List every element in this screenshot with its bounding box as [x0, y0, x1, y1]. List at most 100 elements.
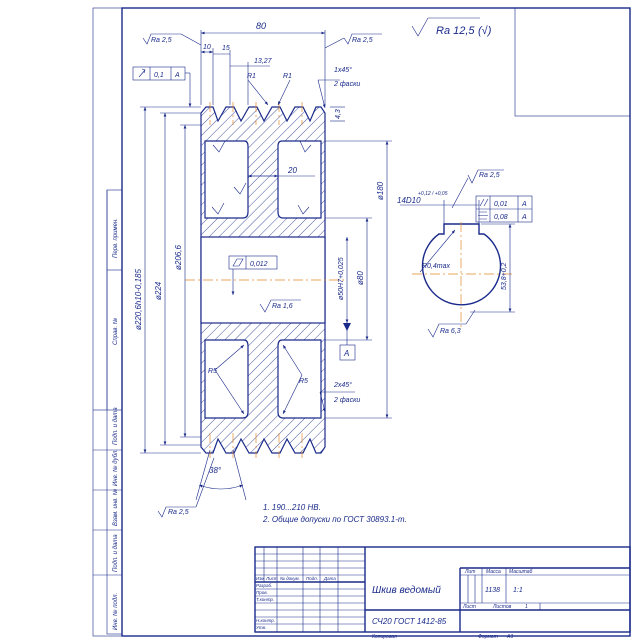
- dim-groove-pitch: 13,27: [254, 58, 273, 65]
- runout-frame: [132, 66, 186, 81]
- lower-right-recess: [277, 339, 322, 419]
- tb-copied-label: Копировал: [372, 634, 397, 640]
- keyway-circle: [421, 223, 502, 306]
- dim-bore-dia: ø50H7+0,025: [338, 257, 345, 300]
- general-roughness-mark: Ra 12,5 (√): [411, 17, 492, 37]
- dim-chamfer-bottom: 2x45°: [333, 381, 352, 389]
- dim-web-width: 20: [287, 166, 297, 175]
- general-roughness-suffix: (√): [478, 25, 492, 37]
- dim-keyway-width: 14D10: [397, 196, 421, 205]
- dim-radius-groove-left: R1: [247, 73, 256, 80]
- parallel-value: 0,01: [494, 201, 508, 208]
- roughness-top-left: Ra 2,5: [151, 37, 172, 44]
- roughness-keyway-top: Ra 2,5: [479, 172, 500, 179]
- right-diameter-dimensions: ø180 ø80 ø50H7+0,025 20 2x45° 2 фаски R5…: [208, 140, 392, 419]
- dim-groove-first: 15: [222, 45, 230, 52]
- margin-label-inv-dubl: Инв. № дубл.: [112, 449, 119, 486]
- bore-annotations: 0,012 Ra 1,6 A: [228, 255, 356, 361]
- margin-label-inv-podl: Инв. № подл.: [112, 593, 119, 630]
- lower-left-recess: [204, 339, 249, 419]
- margin-label-sprav-no: Справ. №: [112, 317, 119, 345]
- margin-label-podp-data-1: Подп. и дата: [113, 407, 119, 445]
- note-hardness: 1. 190...210 НВ.: [263, 503, 321, 512]
- symmetry-icon: [478, 211, 488, 220]
- dim-keyway-width-tol: +0,12 / +0,05: [418, 191, 448, 197]
- cylindricity-value: 0,012: [250, 261, 268, 268]
- technical-notes: 1. 190...210 НВ. 2. Общие допуски по ГОС…: [262, 503, 407, 524]
- upper-left-recess: [204, 140, 249, 219]
- cylindricity-icon: [232, 258, 244, 267]
- dim-radius-groove-right: R1: [283, 73, 292, 80]
- tb-sheets-label: Листов: [492, 604, 512, 610]
- margin-label-podp-data-2: Подп. и дата: [113, 534, 119, 572]
- datum-label: A: [343, 349, 349, 358]
- title-block: Изм Лист № докум. Подп. Дата Разраб. Про…: [254, 546, 631, 640]
- dim-groove-depth: 4,3: [335, 109, 342, 119]
- datum-triangle: [343, 323, 351, 331]
- margin-label-perv-primen: Перв. примен.: [113, 218, 119, 258]
- dim-dia-206: ø206,6: [174, 245, 183, 270]
- tb-role-nkontr: Н.контр.: [256, 618, 275, 623]
- tb-role-utv: Утв.: [256, 625, 266, 630]
- tb-role-prov: Пров.: [256, 590, 268, 595]
- tb-col-lit: Лит: [464, 569, 475, 575]
- parallel-datum: A: [521, 201, 527, 208]
- tb-hdr-izm: Изм: [256, 576, 264, 581]
- top-dimensions: 80 10 15 13,27 R1 R1 1x45° 2 фаски 4,3 R…: [132, 21, 382, 122]
- left-margin-strip: Перв. примен. Справ. № Подп. и дата Инв.…: [93, 189, 123, 635]
- tb-scale-value: 1:1: [513, 587, 523, 594]
- keyway-view: 14D10 +0,12 / +0,05 Ra 2,5 0,01 A 0,08 A…: [397, 169, 533, 338]
- tb-material: СЧ20 ГОСТ 1412-85: [372, 617, 447, 626]
- symmetry-value: 0,08: [494, 214, 508, 221]
- tb-role-tkontr: Т.контр.: [256, 597, 274, 602]
- tb-col-mass: Масса: [486, 569, 501, 575]
- tb-hdr-sign: Подп.: [306, 576, 318, 581]
- tb-sheets-value: 1: [525, 604, 528, 610]
- tb-part-name: Шкив ведомый: [372, 585, 441, 596]
- datum-box: [339, 344, 356, 361]
- dim-dia-220: ø220,6h10-0,185: [134, 269, 143, 330]
- tb-mass-value: 1138: [485, 587, 500, 594]
- pulley-section: [185, 102, 345, 458]
- runout-arrow-icon: [138, 68, 146, 78]
- runout-datum: A: [174, 72, 180, 79]
- tb-format-label: Формат: [478, 634, 498, 640]
- roughness-top-right: Ra 2,5: [352, 37, 373, 44]
- dim-keyway-radius: R0,4max: [422, 263, 451, 270]
- top-right-stamp: [514, 7, 631, 117]
- tb-hdr-doc: № докум.: [280, 576, 300, 581]
- dim-keyway-depth: 53,8+0,2: [501, 262, 508, 290]
- tb-format-value: А3: [506, 634, 513, 640]
- left-diameter-dimensions: ø220,6h10-0,185 ø224 ø206,6: [134, 106, 201, 454]
- dim-groove-edge: 10: [203, 44, 211, 51]
- parallelism-icon: [479, 198, 489, 207]
- dim-radius-r5-right: R5: [299, 378, 308, 385]
- dim-dia-80: ø80: [356, 271, 365, 285]
- symmetry-datum: A: [521, 214, 527, 221]
- sheet-frame: [92, 7, 631, 637]
- note-tolerances: 2. Общие допуски по ГОСТ 30893.1-m.: [262, 515, 407, 524]
- margin-label-vzam-inv: Взам. инв. №: [112, 488, 119, 526]
- dim-chamfer-top-note: 2 фаски: [333, 81, 360, 88]
- dim-dia-180: ø180: [376, 181, 385, 200]
- dim-chamfer-top: 1x45°: [334, 66, 352, 74]
- cylindricity-frame: [228, 255, 278, 270]
- dim-radius-r5-left: R5: [208, 368, 217, 375]
- surface-marks: [211, 140, 312, 215]
- roughness-bore: Ra 1,6: [272, 303, 293, 310]
- roughness-groove: Ra 2,5: [168, 509, 189, 516]
- dim-groove-angle: 38°: [209, 466, 222, 475]
- dim-dia-224: ø224: [154, 281, 163, 300]
- tb-role-razrab: Разраб.: [256, 583, 272, 588]
- tb-hdr-date: Дата: [323, 576, 336, 581]
- dim-chamfer-bottom-note: 2 фаски: [333, 397, 360, 404]
- tb-hdr-list: Лист: [265, 576, 278, 581]
- roughness-keyway-bottom: Ra 6,3: [440, 328, 461, 335]
- runout-value: 0,1: [154, 72, 164, 79]
- tb-col-scale: Масштаб: [509, 569, 533, 575]
- tb-sheet-label: Лист: [462, 604, 476, 610]
- groove-angle-dimension: 38° Ra 2,5: [157, 449, 247, 518]
- dim-overall-width: 80: [256, 21, 266, 31]
- general-roughness-text: Ra 12,5: [436, 25, 475, 37]
